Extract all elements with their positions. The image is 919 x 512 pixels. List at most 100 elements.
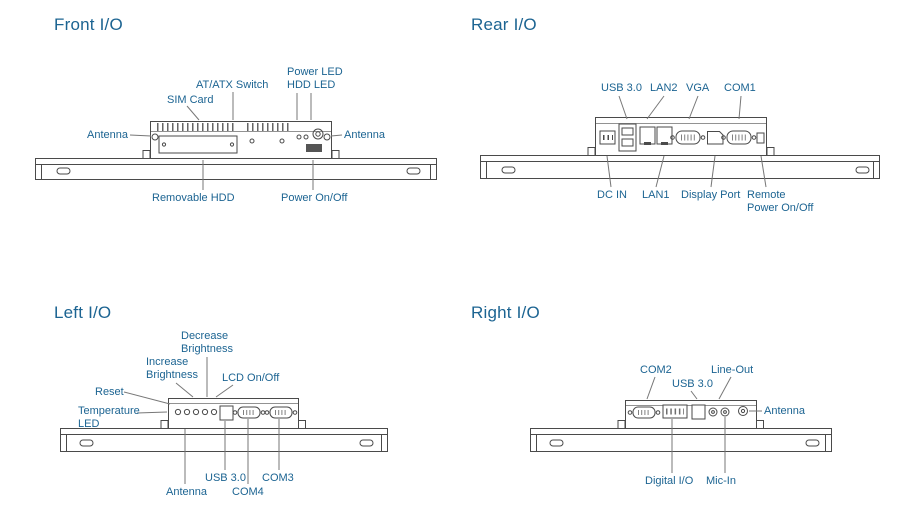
reset-button <box>174 408 182 416</box>
mounting-slot <box>359 439 374 447</box>
box-ear <box>298 420 306 429</box>
label-right-usb30: USB 3.0 <box>672 378 713 390</box>
leader-line <box>136 411 168 414</box>
right-leader-lines <box>646 376 762 473</box>
power-button-center <box>315 131 321 137</box>
label-left-com3: COM3 <box>262 472 294 484</box>
antenna-connector <box>738 406 748 416</box>
mic-in-jack <box>720 407 730 417</box>
label-left-temperature-led: Temperature LED <box>78 405 140 430</box>
label-left-usb30: USB 3.0 <box>205 472 246 484</box>
rear-io-title: Rear I/O <box>471 15 537 34</box>
label-left-increase-brightness: Increase Brightness <box>146 356 198 381</box>
label-front-removable-hdd: Removable HDD <box>152 192 235 204</box>
label-rear-lan2: LAN2 <box>650 82 678 94</box>
rear-panel-drawing <box>480 117 880 179</box>
right-io-title: Right I/O <box>471 303 540 322</box>
screw <box>721 135 726 140</box>
label-left-reset: Reset <box>95 386 124 398</box>
mounting-slot <box>56 167 71 175</box>
leader-line <box>175 382 194 398</box>
antenna-connector-right <box>323 133 331 141</box>
right-panel-bar <box>530 428 832 452</box>
leader-line <box>710 155 716 188</box>
rear-panel-bar <box>480 155 880 179</box>
label-right-com2: COM2 <box>640 364 672 376</box>
mounting-slot <box>805 439 820 447</box>
lan1-port <box>656 126 673 145</box>
leader-line <box>760 155 767 188</box>
box-ear <box>160 420 169 429</box>
front-panel-drawing <box>35 121 437 180</box>
screw <box>292 410 298 415</box>
screw <box>655 410 661 415</box>
usb-port <box>621 127 634 136</box>
leader-line <box>646 95 665 120</box>
mounting-slot <box>406 167 421 175</box>
left-leader-lines <box>123 357 280 484</box>
front-leader-lines <box>129 92 343 190</box>
label-rear-display-port: Display Port <box>681 189 741 201</box>
label-rear-dc-in: DC IN <box>597 189 627 201</box>
rear-leader-lines <box>606 95 767 188</box>
screw <box>670 135 675 140</box>
screw <box>751 135 757 140</box>
box-ear <box>756 420 764 429</box>
mounting-slot <box>79 439 94 447</box>
label-left-lcd-onoff: LCD On/Off <box>222 372 280 384</box>
front-panel-bar <box>35 158 437 180</box>
hdd-led <box>303 134 309 140</box>
leader-line <box>330 134 343 137</box>
usb-port <box>219 405 234 421</box>
label-front-power-onoff: Power On/Off <box>281 192 348 204</box>
mounting-slot <box>501 166 516 174</box>
remote-power-connector <box>756 132 765 144</box>
right-panel-drawing <box>530 400 832 452</box>
display-port <box>707 131 724 145</box>
lcd-onoff-button <box>210 408 218 416</box>
com2-port <box>632 406 656 419</box>
usb-port <box>691 404 706 420</box>
removable-hdd-bay <box>158 135 238 154</box>
label-left-com4: COM4 <box>232 486 264 498</box>
leader-line <box>688 95 699 120</box>
leader-line <box>606 155 612 188</box>
box-ear <box>587 147 596 156</box>
screw <box>264 410 270 415</box>
left-panel-bar <box>60 428 388 452</box>
leader-line <box>186 105 200 121</box>
decrease-brightness-button <box>201 408 209 416</box>
label-right-digital-io: Digital I/O <box>645 475 694 487</box>
label-right-antenna: Antenna <box>764 405 805 417</box>
leader-line <box>618 95 628 120</box>
label-rear-lan1: LAN1 <box>642 189 670 201</box>
label-rear-com1: COM1 <box>724 82 756 94</box>
leader-line <box>215 384 234 398</box>
label-rear-usb30: USB 3.0 <box>601 82 642 94</box>
leader-line <box>646 376 656 400</box>
screw <box>279 138 285 144</box>
screw <box>232 410 238 415</box>
box-ear <box>142 150 151 159</box>
leader-line <box>123 391 171 405</box>
lan2-port <box>639 126 656 145</box>
screw <box>249 138 255 144</box>
label-rear-vga: VGA <box>686 82 710 94</box>
temperature-led <box>183 408 191 416</box>
leader-line <box>738 95 742 120</box>
box-ear <box>331 150 340 159</box>
left-panel-drawing <box>60 398 388 452</box>
label-left-decrease-brightness: Decrease Brightness <box>181 330 233 355</box>
leader-line <box>690 390 698 400</box>
label-right-mic-in: Mic-In <box>706 475 736 487</box>
leader-line <box>655 155 665 188</box>
label-front-sim-card: SIM Card <box>167 94 214 106</box>
leader-line <box>718 376 732 400</box>
box-ear <box>617 420 626 429</box>
label-rear-remote-power: Remote Power On/Off <box>747 189 814 214</box>
box-ear <box>766 147 775 156</box>
com4-port <box>237 406 261 419</box>
line-out-jack <box>708 407 718 417</box>
